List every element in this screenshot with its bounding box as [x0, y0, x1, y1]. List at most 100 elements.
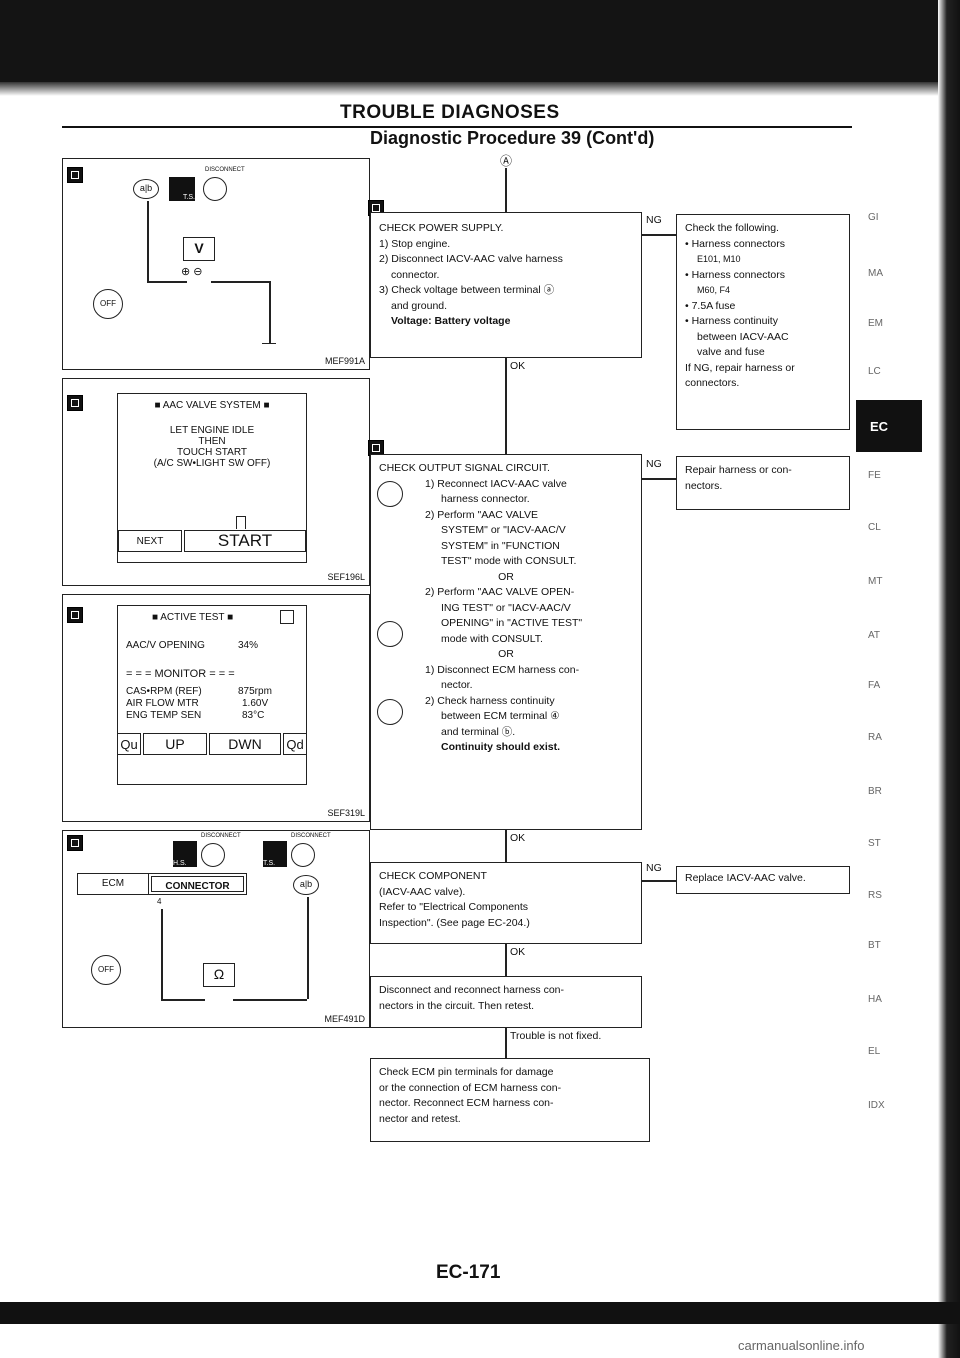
- flow-line: [505, 944, 507, 976]
- disconnect-label-1: DISCONNECT: [201, 833, 241, 839]
- section-tab-ha[interactable]: HA: [868, 994, 882, 1005]
- tool-icon: [377, 699, 403, 725]
- section-tab-ra[interactable]: RA: [868, 732, 882, 743]
- start-button[interactable]: START: [184, 530, 306, 552]
- opening-label: AAC/V OPENING: [126, 640, 205, 651]
- up-button[interactable]: UP: [143, 733, 207, 755]
- ng-check-following: Check the following. • Harness connector…: [676, 214, 850, 430]
- ok-label: OK: [510, 832, 526, 844]
- ng-arrow: [642, 880, 676, 882]
- section-tab-idx[interactable]: IDX: [868, 1100, 885, 1111]
- step-line: 3) Check voltage between terminal ⓐ: [379, 284, 555, 296]
- panel-c-active-test: ■ ACTIVE TEST ■ AAC/V OPENING 34% = = = …: [62, 594, 370, 822]
- connector-plug-icon: [291, 843, 315, 867]
- section-tab-el[interactable]: EL: [868, 1046, 881, 1057]
- section-tab-fa[interactable]: FA: [868, 680, 881, 691]
- flow-line: [505, 168, 507, 212]
- step-line: Check ECM pin terminals for damage: [379, 1066, 554, 1078]
- step-check-ecm-pins: Check ECM pin terminals for damage or th…: [370, 1058, 650, 1142]
- section-tab-br[interactable]: BR: [868, 786, 882, 797]
- panel-c-function-test: ■ AAC VALVE SYSTEM ■ LET ENGINE IDLE THE…: [62, 378, 370, 586]
- ok-label: OK: [510, 360, 526, 372]
- c-marker-icon: [67, 395, 83, 411]
- ng-line: • Harness connectors: [685, 237, 785, 250]
- ng-line: Repair harness or con-: [685, 464, 792, 476]
- qd-button[interactable]: Qd: [283, 733, 307, 755]
- section-tab-at[interactable]: AT: [868, 630, 881, 641]
- voltmeter-icon: V: [183, 237, 215, 261]
- section-tab-gi[interactable]: GI: [868, 212, 879, 223]
- dwn-button[interactable]: DWN: [209, 733, 281, 755]
- c3-probe-bottom-right: [233, 999, 307, 1001]
- step-line: OPENING" in "ACTIVE TEST": [441, 617, 583, 629]
- page-title: TROUBLE DIAGNOSES: [340, 102, 560, 123]
- step-line: and ground.: [391, 299, 448, 312]
- ng-label: NG: [646, 458, 662, 470]
- section-tab-bt[interactable]: BT: [868, 940, 881, 951]
- section-tab-fe[interactable]: FE: [868, 470, 881, 481]
- bottom-scan-border: [0, 1302, 960, 1324]
- step-line: Refer to "Electrical Components: [379, 901, 529, 913]
- step-line: CHECK COMPONENT: [379, 870, 487, 882]
- next-button[interactable]: NEXT: [118, 530, 182, 552]
- disconnect-label-2: DISCONNECT: [291, 833, 331, 839]
- ng-line: If NG, repair harness or: [685, 361, 795, 374]
- figure-code: SEF196L: [327, 572, 365, 582]
- section-tab-mt[interactable]: MT: [868, 576, 883, 587]
- monitor-row-label: CAS•RPM (REF): [126, 686, 202, 697]
- ng-arrow: [642, 478, 676, 480]
- page-number: EC-171: [436, 1262, 501, 1283]
- step-reconnect-retest: Disconnect and reconnect harness con- ne…: [370, 976, 642, 1028]
- ab-connector-icon: a|b: [133, 179, 159, 199]
- trouble-label: Trouble is not fixed.: [510, 1030, 602, 1042]
- consult-icon: [377, 481, 403, 507]
- step-line: harness connector.: [441, 493, 530, 505]
- step-line: 1) Disconnect ECM harness con-: [425, 663, 580, 676]
- screen-line-3: TOUCH START: [176, 447, 247, 458]
- entry-connector: Ⓐ: [500, 154, 513, 168]
- monitor-label: = = = MONITOR = = =: [126, 668, 235, 680]
- connector-label: CONNECTOR: [151, 876, 244, 892]
- panel-b: a|b T.S. DISCONNECT V ⊕ ⊖ OFF MEF991A: [62, 158, 370, 370]
- connector-plug-icon: [203, 177, 227, 201]
- step-line: between ECM terminal ④: [441, 710, 560, 722]
- figure-code: SEF319L: [327, 808, 365, 818]
- ignition-off-icon: OFF: [93, 289, 123, 319]
- ng-line: Replace IACV-AAC valve.: [685, 872, 806, 884]
- disconnect-label: DISCONNECT: [205, 167, 245, 173]
- ng-line: valve and fuse: [697, 346, 765, 358]
- flow-line: [505, 358, 507, 454]
- monitor-row-label: AIR FLOW MTR: [126, 698, 199, 709]
- section-tab-rs[interactable]: RS: [868, 890, 882, 901]
- ng-line: • Harness connectors: [685, 268, 785, 281]
- step-line: Continuity should exist.: [441, 741, 561, 753]
- hs-harness-icon: H.S.: [173, 841, 197, 867]
- ab-connector-icon: a|b: [293, 875, 319, 895]
- ok-label: OK: [510, 946, 526, 958]
- step-check-power-supply: CHECK POWER SUPPLY. 1) Stop engine. 2) D…: [370, 212, 642, 358]
- section-tab-st[interactable]: ST: [868, 838, 881, 849]
- step-check-component: CHECK COMPONENT (IACV-AAC valve). Refer …: [370, 862, 642, 944]
- monitor-row-label: ENG TEMP SEN: [126, 710, 202, 721]
- step-line: mode with CONSULT.: [441, 632, 543, 645]
- section-tab-em[interactable]: EM: [868, 318, 883, 329]
- consult-screen-function-test: ■ AAC VALVE SYSTEM ■ LET ENGINE IDLE THE…: [117, 393, 307, 563]
- step-line: 1) Reconnect IACV-AAC valve: [425, 477, 567, 490]
- step-line: SYSTEM" in "FUNCTION: [441, 539, 560, 552]
- title-rule: [62, 126, 852, 128]
- section-tab-ec-active[interactable]: EC: [856, 400, 922, 452]
- checkbox-icon: [280, 610, 294, 624]
- section-tab-ma[interactable]: MA: [868, 268, 883, 279]
- ng-arrow: [642, 234, 676, 236]
- section-tab-lc[interactable]: LC: [868, 366, 881, 377]
- voltmeter-terminals: ⊕ ⊖: [181, 266, 203, 278]
- step-line: nectors in the circuit. Then retest.: [379, 999, 535, 1012]
- top-scan-border: [0, 0, 960, 88]
- opening-value: 34%: [238, 640, 259, 651]
- section-tab-cl[interactable]: CL: [868, 522, 881, 533]
- qu-button[interactable]: Qu: [117, 733, 141, 755]
- top-scan-shadow: [0, 82, 960, 96]
- monitor-row-value: 83°C: [242, 710, 265, 721]
- c-marker-icon: [67, 607, 83, 623]
- ng-replace-valve: Replace IACV-AAC valve.: [676, 866, 850, 894]
